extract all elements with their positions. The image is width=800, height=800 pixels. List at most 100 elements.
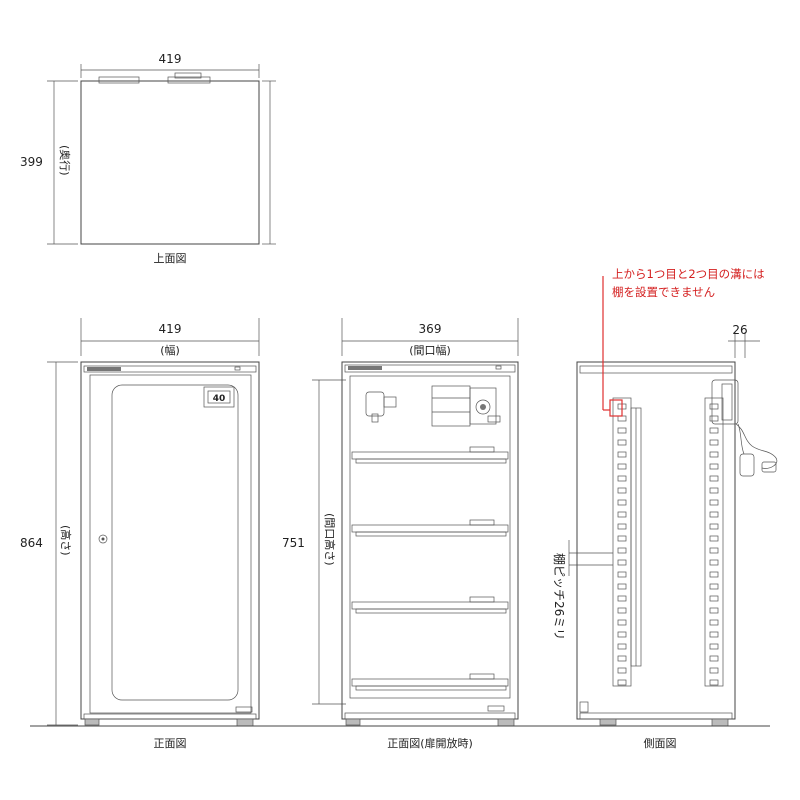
front-door-window — [111, 384, 239, 701]
rail-slot — [709, 499, 719, 506]
rail-slot — [617, 667, 627, 674]
front-indicator — [234, 366, 241, 371]
open-interior — [349, 375, 511, 699]
shelf-1 — [351, 446, 509, 464]
front-lock-keyhole — [98, 534, 108, 544]
rail-slot — [617, 463, 627, 470]
power-cord — [735, 423, 778, 469]
front-view-caption: 正面図 — [154, 737, 187, 750]
rail-slot — [617, 511, 627, 518]
front-height-note: (高さ) — [59, 525, 73, 556]
rail-slot — [617, 607, 627, 614]
rail-slot — [617, 427, 627, 434]
open-foot-right — [497, 718, 515, 727]
rail-slot — [709, 511, 719, 518]
front-foot-right — [236, 718, 254, 727]
shelf-rail-right — [704, 397, 724, 687]
rail-slot — [709, 403, 719, 410]
front-top-strip — [83, 365, 257, 373]
rail-slot — [709, 679, 719, 686]
rail-slot — [617, 631, 627, 638]
front-view: 40 419 (幅) 864 (高さ) 正面図 — [20, 318, 260, 750]
side-body — [576, 361, 736, 720]
shelf-3 — [351, 596, 509, 614]
top-depth-note: (奥行) — [58, 145, 72, 176]
open-brand-label — [348, 366, 382, 370]
top-view-handle-right — [167, 76, 211, 84]
front-vent — [235, 706, 253, 713]
note-line-2: 棚を設置できません — [612, 285, 715, 299]
open-front-view: 369 (間口幅) 751 (間口高さ) 正面図(扉開放時) — [282, 318, 519, 750]
shelf-2 — [351, 519, 509, 537]
rail-slot — [709, 439, 719, 446]
rail-slot — [709, 535, 719, 542]
rail-slot — [617, 499, 627, 506]
shelf-rail-left — [612, 397, 632, 687]
side-foot-right — [711, 718, 729, 727]
open-body — [341, 361, 519, 720]
rail-slot — [709, 619, 719, 626]
top-view-handle-left — [98, 76, 140, 84]
rail-slot — [709, 427, 719, 434]
rail-slot — [709, 475, 719, 482]
shelf-4 — [351, 673, 509, 691]
note-line-1: 上から1つ目と2つ目の溝には — [612, 267, 765, 281]
dryer-dial — [475, 399, 491, 415]
rail-slot — [617, 415, 627, 422]
rail-slot — [709, 643, 719, 650]
rail-slot — [617, 487, 627, 494]
front-display-value: 40 — [213, 394, 226, 404]
unusable-slots-highlight — [609, 399, 623, 417]
dryer-unit-center — [431, 385, 471, 427]
rail-slot — [709, 523, 719, 530]
front-height-value: 864 — [20, 536, 43, 550]
side-depth-value: 26 — [732, 323, 747, 337]
side-dryer-unit — [711, 379, 739, 425]
front-width-note: (幅) — [160, 344, 180, 357]
rail-slot — [709, 631, 719, 638]
rail-slot — [709, 463, 719, 470]
rail-slot — [617, 655, 627, 662]
rail-slot — [617, 535, 627, 542]
top-view-outline — [80, 80, 260, 245]
rail-slot — [709, 487, 719, 494]
rail-slot — [617, 559, 627, 566]
top-depth-value: 399 — [20, 155, 43, 169]
rail-slot — [617, 643, 627, 650]
open-width-note: (間口幅) — [409, 344, 451, 357]
front-brand-label — [87, 367, 121, 371]
side-foot-left — [599, 718, 617, 726]
side-view-caption: 側面図 — [644, 737, 677, 750]
rail-slot — [709, 595, 719, 602]
rail-slot — [709, 655, 719, 662]
rail-slot — [709, 667, 719, 674]
top-width-value: 419 — [159, 52, 182, 66]
top-view: 419 399 (奥行) 上面図 — [20, 52, 276, 265]
rail-slot — [617, 679, 627, 686]
rail-slot — [617, 583, 627, 590]
side-view: 26 棚ピッチ26ミリ 上から1つ目と2つ目の溝には 棚を設置できません 側面図 — [552, 267, 778, 750]
top-view-caption: 上面図 — [154, 252, 187, 265]
rail-slot — [709, 451, 719, 458]
front-foot-left — [84, 718, 100, 726]
open-view-caption: 正面図(扉開放時) — [387, 736, 473, 750]
open-height-value: 751 — [282, 536, 305, 550]
rail-slot — [617, 571, 627, 578]
rail-slot — [709, 571, 719, 578]
rail-slot — [709, 583, 719, 590]
rail-slot — [617, 547, 627, 554]
front-door-frame — [89, 374, 252, 714]
rail-slot — [617, 619, 627, 626]
power-plug — [739, 453, 755, 477]
rail-slot — [709, 559, 719, 566]
front-width-value: 419 — [159, 322, 182, 336]
rail-slot — [709, 607, 719, 614]
pitch-note: 棚ピッチ26ミリ — [552, 553, 567, 640]
open-height-note: (間口高さ) — [323, 513, 337, 566]
open-width-value: 369 — [419, 322, 442, 336]
front-display-panel — [203, 386, 235, 408]
rail-slot — [709, 547, 719, 554]
open-foot-left — [345, 718, 361, 726]
rail-slot — [617, 595, 627, 602]
